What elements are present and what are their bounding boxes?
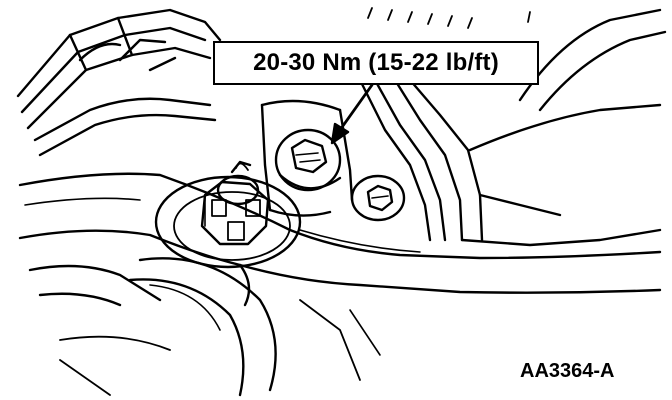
ball-joint-castle-nut — [154, 160, 302, 269]
lower-knuckle — [28, 257, 381, 397]
figure-id-label: AA3364-A — [520, 360, 615, 382]
lower-control-arm — [18, 172, 662, 307]
callout-arrow — [330, 83, 374, 145]
torque-spec-text: 20-30 Nm (15-22 lb/ft) — [253, 49, 499, 76]
torque-spec-callout: 20-30 Nm (15-22 lb/ft) — [213, 41, 539, 85]
frame-bracket — [16, 8, 222, 157]
bolt-upper — [274, 128, 342, 192]
bolt-right — [350, 174, 406, 222]
